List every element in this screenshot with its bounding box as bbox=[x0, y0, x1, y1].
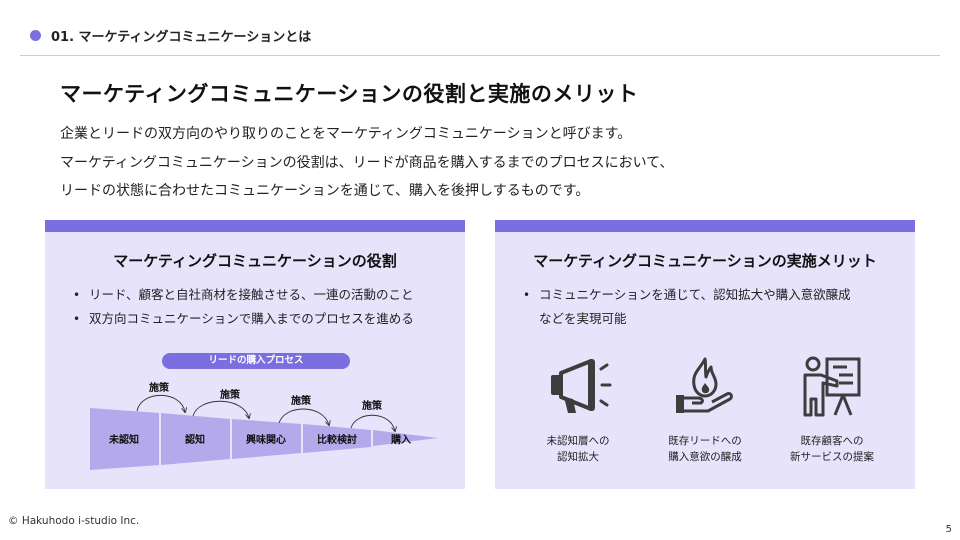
process-pill: リードの購入プロセス bbox=[162, 353, 350, 369]
measure-label: 施策 bbox=[220, 388, 241, 401]
funnel-stage bbox=[90, 408, 159, 470]
curved-arrow bbox=[350, 414, 395, 431]
stage-label: 比較検討 bbox=[317, 433, 357, 446]
curved-arrow bbox=[192, 400, 249, 418]
merit-item: 既存顧客への 新サービスの提案 bbox=[772, 355, 892, 465]
stage-label: 未認知 bbox=[108, 433, 139, 446]
measure-label: 施策 bbox=[149, 381, 170, 394]
stage-label: 認知 bbox=[185, 433, 205, 446]
intro-line: 企業とリードの双方向のやり取りのことをマーケティングコミュニケーションと呼びます… bbox=[60, 126, 632, 142]
bullet-item: コミュニケーションを通じて、認知拡大や購入意欲醸成 bbox=[523, 283, 903, 307]
card-accent-bar bbox=[45, 220, 465, 232]
bullet-item: リード、顧客と自社商材を接触させる、一連の活動のこと bbox=[73, 283, 453, 307]
intro-text: 企業とリードの双方向のやり取りのことをマーケティングコミュニケーションと呼びます… bbox=[60, 120, 920, 206]
caption-line: 購入意欲の醸成 bbox=[668, 451, 742, 463]
role-card: マーケティングコミュニケーションの役割 リード、顧客と自社商材を接触させる、一連… bbox=[45, 220, 465, 489]
purchase-process-diagram: 未認知 認知 興味関心 比較検討 購入 施策 施策 施策 施策 bbox=[90, 381, 438, 470]
section-dot bbox=[30, 29, 41, 41]
megaphone-icon bbox=[551, 359, 612, 413]
funnel-stage bbox=[373, 430, 438, 446]
merit-caption: 既存顧客への 新サービスの提案 bbox=[772, 433, 892, 465]
caption-line: 未認知層への bbox=[546, 435, 610, 447]
measure-label: 施策 bbox=[362, 399, 383, 412]
merit-caption: 既存リードへの 購入意欲の醸成 bbox=[645, 433, 765, 465]
intro-line: マーケティングコミュニケーションの役割は、リードが商品を購入するまでのプロセスに… bbox=[60, 154, 674, 171]
merit-item: 未認知層への 認知拡大 bbox=[518, 355, 638, 465]
stage-label: 購入 bbox=[390, 433, 411, 446]
merit-bullets: コミュニケーションを通じて、認知拡大や購入意欲醸成 などを実現可能 bbox=[523, 283, 903, 331]
presenter-board-icon bbox=[803, 356, 861, 417]
caption-line: 既存顧客への bbox=[800, 435, 864, 447]
bullet-item: 双方向コミュニケーションで購入までのプロセスを進める bbox=[73, 307, 453, 331]
intro-line: リードの状態に合わせたコミュニケーションを通じて、購入を後押しするものです。 bbox=[60, 183, 590, 199]
funnel-stage bbox=[303, 424, 371, 453]
curved-arrow bbox=[278, 408, 329, 425]
stage-label: 興味関心 bbox=[246, 433, 286, 446]
section-label: 01. マーケティングコミュニケーションとは bbox=[51, 29, 312, 45]
caption-line: 認知拡大 bbox=[557, 451, 599, 463]
header-divider bbox=[20, 55, 940, 56]
funnel-stage bbox=[232, 419, 301, 459]
role-bullets: リード、顧客と自社商材を接触させる、一連の活動のこと 双方向コミュニケーションで… bbox=[73, 283, 453, 331]
merit-card-title: マーケティングコミュニケーションの実施メリット bbox=[533, 252, 877, 270]
caption-line: 既存リードへの bbox=[668, 435, 742, 447]
section-header: 01. マーケティングコミュニケーションとは bbox=[30, 24, 311, 46]
bullet-item-continuation: などを実現可能 bbox=[539, 311, 627, 326]
curved-arrow bbox=[136, 394, 185, 412]
measure-label: 施策 bbox=[291, 394, 312, 407]
funnel-stage bbox=[161, 413, 230, 465]
caption-line: 新サービスの提案 bbox=[790, 451, 874, 463]
page-number: 5 bbox=[945, 524, 952, 535]
slide-title: マーケティングコミュニケーションの役割と実施のメリット bbox=[60, 82, 639, 106]
hand-flame-icon bbox=[676, 357, 733, 413]
merit-caption: 未認知層への 認知拡大 bbox=[518, 433, 638, 465]
copyright: © Hakuhodo i-studio Inc. bbox=[8, 515, 140, 527]
role-card-title: マーケティングコミュニケーションの役割 bbox=[113, 252, 397, 270]
merit-card: マーケティングコミュニケーションの実施メリット コミュニケーションを通じて、認知… bbox=[495, 220, 915, 489]
merit-item: 既存リードへの 購入意欲の醸成 bbox=[645, 355, 765, 465]
card-accent-bar bbox=[495, 220, 915, 232]
